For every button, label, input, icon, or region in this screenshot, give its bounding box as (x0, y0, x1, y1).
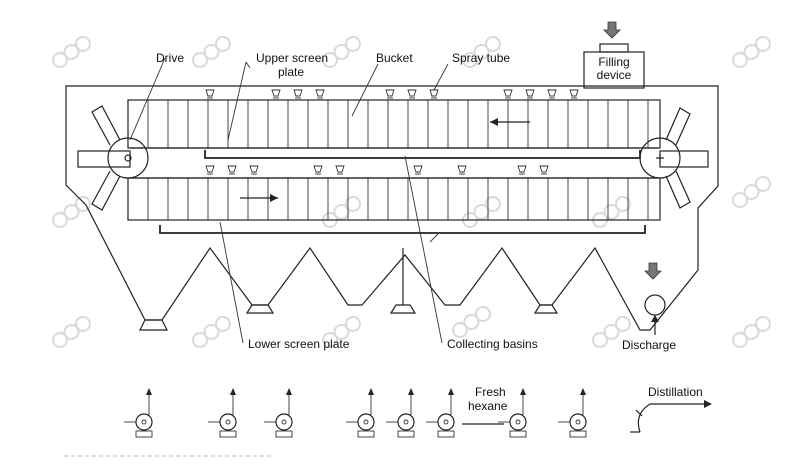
down-arrow-icon (644, 262, 662, 280)
nozzle-icon (335, 165, 345, 175)
watermark-mark (322, 195, 361, 228)
upper-screen-leader (227, 61, 251, 141)
hopper-3 (389, 304, 417, 314)
nozzle-icon (271, 89, 281, 99)
pump-icon (346, 388, 375, 438)
upper-flow-arrow (490, 118, 530, 126)
distillation-outlet (630, 400, 712, 433)
watermark-layer (52, 35, 771, 348)
watermark-mark (592, 315, 631, 348)
watermark-mark (52, 315, 91, 348)
nozzle-icon (315, 89, 325, 99)
watermark-mark (192, 315, 231, 348)
nozzle-icon (569, 89, 579, 99)
label-fresh: Fresh (475, 385, 506, 399)
label-collecting-basins: Collecting basins (447, 337, 538, 351)
label-distillation: Distillation (648, 385, 703, 399)
watermark-mark (592, 195, 631, 228)
label-upper-screen-2: plate (278, 65, 304, 79)
drive-shaft-left (77, 150, 131, 168)
pump-row (124, 388, 587, 438)
watermark-mark (192, 35, 231, 68)
housing-outline (65, 85, 719, 331)
nozzle-icon (385, 89, 395, 99)
nozzle-icon (293, 89, 303, 99)
discharge-leader-arrow (651, 315, 659, 322)
watermark-mark (52, 195, 91, 228)
label-drive: Drive (156, 51, 184, 65)
watermark-mark (462, 35, 501, 68)
hopper-4 (533, 304, 559, 314)
filling-device: Filling device (583, 21, 645, 89)
spray-nozzles-lower (205, 165, 549, 175)
nozzle-icon (517, 165, 527, 175)
label-lower-screen: Lower screen plate (248, 337, 350, 351)
bucket-leader (351, 63, 379, 117)
pump-icon (426, 388, 455, 438)
lower-screen-leader (219, 221, 244, 344)
nozzle-icon (407, 89, 417, 99)
watermark-mark (322, 35, 361, 68)
upper-screen-plate (204, 150, 641, 159)
upper-bucket-dividers (147, 100, 649, 148)
drive-shaft-right (659, 150, 709, 168)
watermark-mark (452, 305, 491, 338)
watermark-mark (732, 175, 771, 208)
watermark-mark (462, 195, 501, 228)
pump-icon (264, 388, 293, 438)
filling-label-2: device (597, 68, 632, 82)
label-bucket: Bucket (376, 51, 413, 65)
nozzle-icon (205, 89, 215, 99)
filling-label-1: Filling (598, 55, 629, 69)
hopper-2 (245, 304, 275, 314)
pump-icon (208, 388, 237, 438)
nozzle-icon (457, 165, 467, 175)
label-spray-tube: Spray tube (452, 51, 510, 65)
collecting-leader-1 (404, 155, 443, 344)
lower-bucket-dividers (147, 178, 649, 220)
pump-icon (386, 388, 415, 438)
pump-icon (558, 388, 587, 438)
pump-icon (124, 388, 153, 438)
nozzle-icon (313, 165, 323, 175)
nozzle-icon (413, 165, 423, 175)
spray-nozzles-upper (205, 89, 579, 99)
nozzle-icon (539, 165, 549, 175)
spray-tube-leader (433, 63, 449, 91)
pump-icon (498, 388, 527, 438)
discharge-roller (644, 294, 666, 316)
hopper-1 (139, 319, 168, 331)
drive-wheel-icon (91, 105, 149, 211)
nozzle-icon (503, 89, 513, 99)
watermark-mark (322, 315, 361, 348)
lower-flow-arrow (240, 194, 278, 202)
nozzle-icon (249, 165, 259, 175)
inner-belt (130, 147, 658, 179)
lower-screen-plate (159, 225, 646, 234)
nozzle-icon (525, 89, 535, 99)
collecting-leader-2 (429, 231, 441, 243)
watermark-mark (52, 35, 91, 68)
nozzle-icon (227, 165, 237, 175)
label-upper-screen-1: Upper screen (256, 51, 328, 65)
nozzle-icon (429, 89, 439, 99)
label-hexane: hexane (468, 399, 508, 413)
drive-leader (129, 57, 166, 141)
watermark-mark (732, 35, 771, 68)
sprocket-plus-icon (639, 107, 691, 209)
nozzle-icon (547, 89, 557, 99)
down-arrow-icon (603, 21, 621, 39)
label-discharge: Discharge (622, 338, 676, 352)
watermark-mark (732, 315, 771, 348)
nozzle-icon (205, 165, 215, 175)
